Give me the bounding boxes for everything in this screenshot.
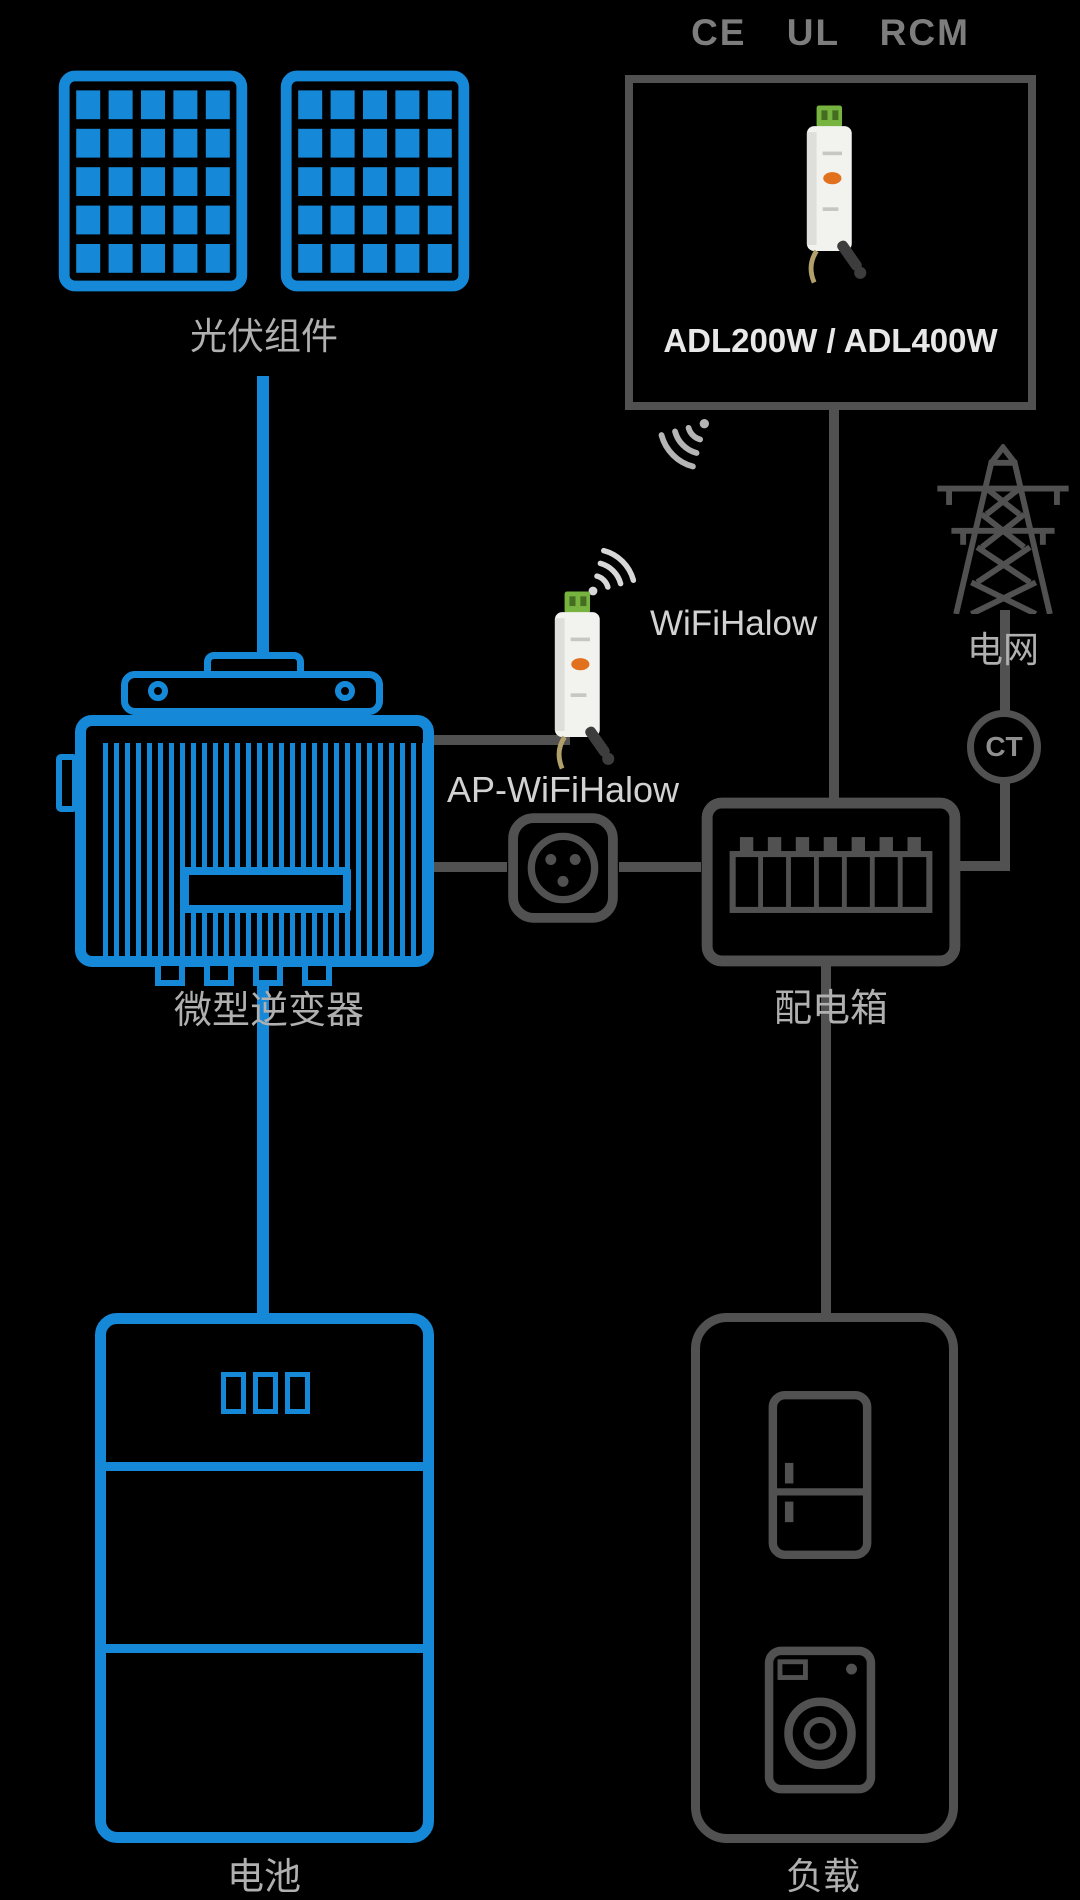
- fridge-icon: [768, 1390, 872, 1560]
- socket-to-distribution-line: [619, 862, 701, 872]
- battery-divider: [95, 1644, 434, 1653]
- inverter-body: [75, 715, 434, 967]
- meter-model-label: ADL200W / ADL400W: [663, 322, 998, 359]
- inverter-mount-hole: [148, 681, 168, 701]
- inverter-to-ap-line: [430, 735, 570, 745]
- wifihalow-label: WiFiHalow: [650, 604, 818, 643]
- inverter-label: 微型逆变器: [173, 990, 364, 1032]
- inverter-connector: [204, 960, 234, 986]
- pv-to-inverter-line: [257, 376, 269, 656]
- energy-meter-icon: [779, 103, 876, 285]
- inverter-mount-hole: [335, 681, 355, 701]
- distribution-box-icon: [701, 797, 961, 967]
- distribution-to-load-line: [821, 962, 831, 1314]
- battery-display-cell: [285, 1372, 310, 1414]
- inverter-connector: [253, 960, 283, 986]
- certifications-label: CE UL RCM: [691, 12, 970, 53]
- grid-label: 电网: [966, 629, 1039, 670]
- load-label: 负载: [786, 1856, 860, 1897]
- battery-display-cell: [253, 1372, 278, 1414]
- ap-wifihalow-label: AP-WiFiHalow: [447, 769, 680, 810]
- load-box: [691, 1313, 958, 1843]
- solar-panel-icon: [58, 70, 248, 292]
- inverter-connector: [302, 960, 332, 986]
- inverter-fins: [103, 743, 428, 959]
- grid-tower-icon: [937, 444, 1069, 614]
- power-socket-icon: [508, 813, 618, 923]
- ct-down-line: [1000, 780, 1010, 870]
- pv-label: 光伏组件: [190, 316, 338, 357]
- washing-machine-icon: [764, 1646, 876, 1794]
- solar-panel-icon: [280, 70, 470, 292]
- battery-display: [221, 1372, 310, 1414]
- battery-label: 电池: [227, 1856, 301, 1897]
- meter-to-distribution-line: [829, 406, 839, 798]
- wifi-signal-icon: [646, 412, 716, 482]
- inverter-slot: [181, 867, 351, 913]
- inverter-side-tab: [56, 754, 78, 812]
- ct-badge: CT: [967, 710, 1041, 784]
- ct-to-distribution-line: [956, 861, 1010, 871]
- battery-icon: [95, 1313, 434, 1843]
- distribution-label: 配电箱: [773, 988, 888, 1030]
- ap-device-icon: [527, 589, 624, 771]
- grid-to-ct-line: [1000, 610, 1010, 713]
- battery-divider: [95, 1462, 434, 1471]
- inverter-connector: [155, 960, 185, 986]
- ct-label: CT: [985, 731, 1023, 762]
- battery-display-cell: [221, 1372, 246, 1414]
- inverter-to-socket-line: [430, 862, 507, 872]
- inverter-to-battery-line: [257, 962, 269, 1314]
